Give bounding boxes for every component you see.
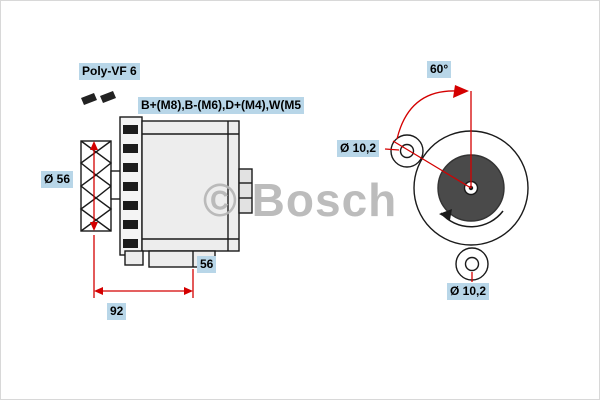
dimension-length-92 [93, 235, 194, 298]
vent-fins [123, 125, 138, 248]
bosch-watermark: © Bosch [203, 174, 398, 226]
terminals-label: B+(M8),B-(M6),D+(M4),W(M5 [138, 97, 304, 114]
belt-profile-icon [81, 91, 116, 105]
mounting-hole-bottom [464, 256, 480, 272]
pulley [79, 140, 113, 232]
alternator-front-view [390, 130, 529, 281]
alternator-housing [141, 120, 240, 252]
pulley-diameter-label: Ø 56 [41, 171, 74, 188]
rotation-arrow [439, 209, 504, 228]
pulley-type-label: Poly-VF 6 [79, 63, 140, 80]
foot-dimension-label: 56 [197, 256, 217, 273]
dimension-pulley-diameter [90, 141, 98, 231]
terminal-block [238, 168, 253, 214]
dimension-lines [90, 85, 473, 298]
leader-hole-top [384, 148, 400, 151]
hole-diameter-bottom-label: Ø 10,2 [447, 283, 490, 300]
alternator-side-view [79, 91, 253, 268]
drive-end-bracket [119, 116, 143, 256]
length-dimension-label: 92 [107, 303, 127, 320]
hole-diameter-top-label: Ø 10,2 [337, 140, 380, 157]
mount-angle-label: 60° [427, 61, 452, 78]
dimension-angle-60 [392, 85, 472, 189]
